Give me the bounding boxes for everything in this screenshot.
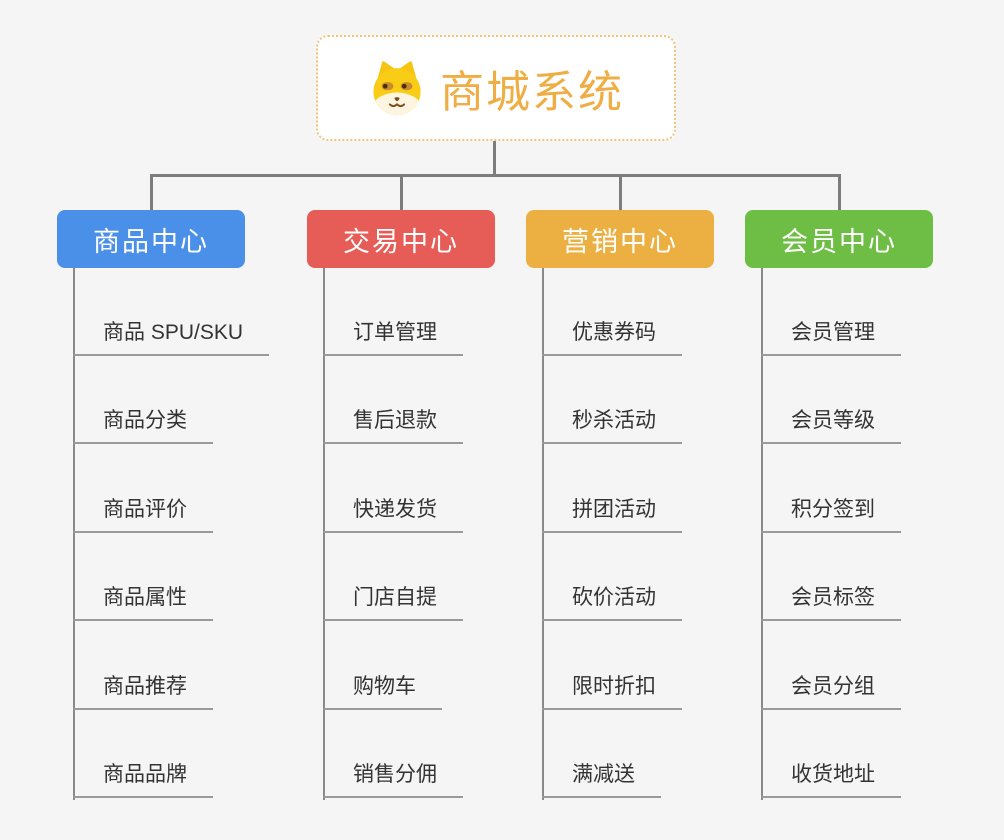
branch-drop-connector bbox=[150, 174, 153, 210]
leaf-node[interactable]: 满减送 bbox=[542, 750, 661, 798]
leaf-node[interactable]: 订单管理 bbox=[323, 308, 463, 356]
branch-drop-connector bbox=[400, 174, 403, 210]
branch-trunk-connector bbox=[73, 268, 75, 800]
branch-trunk-connector bbox=[542, 268, 544, 800]
root-node-mall-system[interactable]: 商城系统 bbox=[316, 35, 676, 141]
leaf-node[interactable]: 拼团活动 bbox=[542, 485, 682, 533]
leaf-node[interactable]: 购物车 bbox=[323, 662, 442, 710]
branch-drop-connector bbox=[838, 174, 841, 210]
leaf-node[interactable]: 商品品牌 bbox=[73, 750, 213, 798]
leaf-node[interactable]: 会员等级 bbox=[761, 396, 901, 444]
leaf-node[interactable]: 商品推荐 bbox=[73, 662, 213, 710]
root-stub-connector bbox=[493, 141, 496, 177]
leaf-node[interactable]: 销售分佣 bbox=[323, 750, 463, 798]
branch-node-2[interactable]: 营销中心 bbox=[526, 210, 714, 268]
leaf-node[interactable]: 积分签到 bbox=[761, 485, 901, 533]
leaf-node[interactable]: 优惠券码 bbox=[542, 308, 682, 356]
leaf-node[interactable]: 商品 SPU/SKU bbox=[73, 308, 270, 356]
leaf-node[interactable]: 售后退款 bbox=[323, 396, 463, 444]
leaf-node[interactable]: 快递发货 bbox=[323, 485, 463, 533]
root-title: 商城系统 bbox=[440, 68, 624, 117]
leaf-node[interactable]: 会员标签 bbox=[761, 573, 901, 621]
branch-node-3[interactable]: 会员中心 bbox=[745, 210, 933, 268]
branch-trunk-connector bbox=[761, 268, 763, 800]
branch-node-1[interactable]: 交易中心 bbox=[307, 210, 495, 268]
leaf-node[interactable]: 商品评价 bbox=[73, 485, 213, 533]
shiba-dog-icon bbox=[373, 61, 421, 116]
leaf-node[interactable]: 秒杀活动 bbox=[542, 396, 682, 444]
leaf-node[interactable]: 商品分类 bbox=[73, 396, 213, 444]
branch-node-0[interactable]: 商品中心 bbox=[57, 210, 245, 268]
branch-trunk-connector bbox=[323, 268, 325, 800]
leaf-node[interactable]: 商品属性 bbox=[73, 573, 213, 621]
leaf-node[interactable]: 收货地址 bbox=[761, 750, 901, 798]
branch-bus-connector bbox=[150, 174, 841, 177]
leaf-node[interactable]: 限时折扣 bbox=[542, 662, 682, 710]
leaf-node[interactable]: 门店自提 bbox=[323, 573, 463, 621]
leaf-node[interactable]: 会员分组 bbox=[761, 662, 901, 710]
leaf-node[interactable]: 砍价活动 bbox=[542, 573, 682, 621]
branch-drop-connector bbox=[619, 174, 622, 210]
leaf-node[interactable]: 会员管理 bbox=[761, 308, 901, 356]
